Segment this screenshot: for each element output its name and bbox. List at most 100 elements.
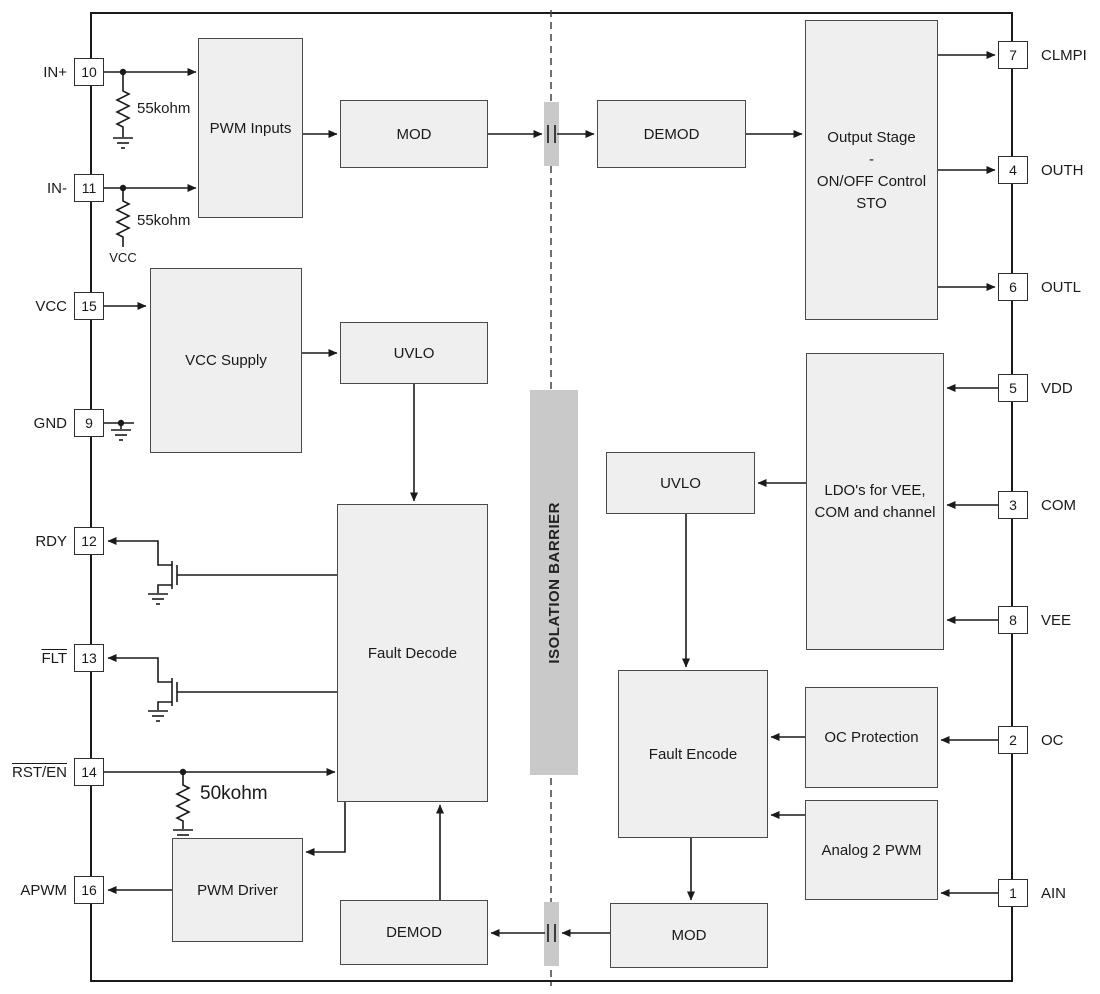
pin-label: CLMPI: [1041, 46, 1087, 64]
pin-rdy: RDY 12: [8, 527, 104, 555]
block-label: Fault Decode: [367, 644, 458, 662]
block-ldo: LDO's for VEE, COM and channel: [806, 353, 944, 650]
wire-faultdecode-pwmdriver: [305, 802, 346, 856]
pin-label: FLT: [41, 650, 67, 667]
pin-number: 11: [74, 174, 104, 202]
pin-number: 12: [74, 527, 104, 555]
block-fault-decode: Fault Decode: [337, 504, 488, 802]
block-label: MOD: [396, 125, 432, 143]
pin-flt: FLT 13: [8, 644, 104, 672]
pin-label: GND: [34, 415, 67, 432]
block-label: DEMOD: [643, 125, 700, 143]
pin-number: 15: [74, 292, 104, 320]
block-label: PWM Inputs: [209, 119, 292, 137]
block-fault-encode: Fault Encode: [618, 670, 768, 838]
pin-number: 2: [998, 726, 1028, 754]
block-demod-top: DEMOD: [597, 100, 746, 168]
resistor-in-minus-icon: [115, 188, 131, 247]
wires: [104, 51, 998, 942]
ground-icon: [113, 137, 133, 149]
pin-rst-en: RST/EN 14: [8, 758, 104, 786]
pin-vdd: 5 VDD: [998, 374, 1100, 402]
pin-label: OUTH: [1041, 161, 1084, 179]
block-label: ON/OFF Control: [816, 172, 927, 190]
pin-label: VDD: [1041, 379, 1073, 397]
isolation-barrier: ISOLATION BARRIER: [530, 390, 578, 775]
block-demod-bottom: DEMOD: [340, 900, 488, 965]
pin-number: 9: [74, 409, 104, 437]
pin-number: 8: [998, 606, 1028, 634]
block-label: COM and channel: [814, 504, 936, 521]
resistor-rst-icon: [175, 772, 191, 829]
pin-label: VCC: [35, 298, 67, 315]
block-label: VCC Supply: [185, 352, 267, 369]
pin-number: 3: [998, 491, 1028, 519]
pin-ain: 1 AIN: [998, 879, 1100, 907]
pin-label: OC: [1041, 731, 1064, 749]
isolation-barrier-label: ISOLATION BARRIER: [545, 501, 563, 664]
pin-number: 16: [74, 876, 104, 904]
block-label: UVLO: [660, 474, 701, 492]
pin-outl: 6 OUTL: [998, 273, 1100, 301]
pin-vee: 8 VEE: [998, 606, 1100, 634]
isolation-cap-strip-top: [544, 102, 559, 166]
block-label: STO: [856, 194, 887, 212]
block-label: Analog 2 PWM: [821, 841, 922, 859]
pin-label-bar: RST/EN: [11, 763, 67, 781]
pin-oc: 2 OC: [998, 726, 1100, 754]
pin-label-text: VCC: [35, 297, 67, 315]
block-uvlo-right: UVLO: [606, 452, 755, 514]
pin-apwm: APWM 16: [8, 876, 104, 904]
block-label: -: [869, 150, 874, 168]
block-analog-2-pwm: Analog 2 PWM: [805, 800, 938, 900]
block-mod-bottom: MOD: [610, 903, 768, 968]
pin-label-text: IN-: [47, 179, 67, 197]
pin-com: 3 COM: [998, 491, 1100, 519]
pin-in-plus: IN+ 10: [8, 58, 104, 86]
block-output-stage: Output Stage - ON/OFF Control STO: [805, 20, 938, 320]
pin-number: 1: [998, 879, 1028, 907]
pin-number: 5: [998, 374, 1028, 402]
pin-number: 14: [74, 758, 104, 786]
isolation-cap-strip-bottom: [544, 902, 559, 966]
block-vcc-supply: VCC Supply: [150, 268, 302, 453]
pin-label-text: IN+: [43, 63, 67, 81]
pin-clmpi: 7 CLMPI: [998, 41, 1100, 69]
pin-number: 6: [998, 273, 1028, 301]
block-oc-protection: OC Protection: [805, 687, 938, 788]
block-uvlo-left: UVLO: [340, 322, 488, 384]
pin-gnd: GND 9: [8, 409, 104, 437]
capacitor-bottom-icon: [547, 924, 556, 942]
pin-label-bar: FLT: [41, 649, 67, 667]
pin-label-text: APWM: [20, 881, 67, 899]
block-label: Output Stage: [827, 128, 916, 146]
pin-number: 7: [998, 41, 1028, 69]
pin-label-text: RDY: [35, 532, 67, 550]
capacitor-top-icon: [547, 125, 556, 143]
block-pwm-inputs: PWM Inputs: [198, 38, 303, 218]
pin-label: IN+: [43, 64, 67, 81]
pin-outh: 4 OUTH: [998, 156, 1100, 184]
block-label: DEMOD: [386, 924, 442, 941]
pin-label: COM: [1041, 496, 1076, 514]
vcc-net-label: VCC: [109, 250, 137, 265]
pin-in-minus: IN- 11: [8, 174, 104, 202]
resistor-label-in-plus: 55kohm: [137, 100, 191, 117]
pin-label: VEE: [1041, 611, 1072, 629]
pin-label: OUTL: [1041, 278, 1082, 296]
junction-dots: [117, 68, 187, 776]
pin-label: RDY: [35, 533, 67, 550]
pin-label: AIN: [1041, 884, 1067, 902]
resistor-in-plus-icon: [115, 72, 131, 137]
block-mod-top: MOD: [340, 100, 488, 168]
pin-number: 4: [998, 156, 1028, 184]
pin-label: IN-: [47, 180, 67, 197]
mosfet-rdy-icon: [107, 537, 337, 605]
pin-vcc: VCC 15: [8, 292, 104, 320]
pin-label: APWM: [20, 882, 67, 899]
block-label: LDO's for VEE,: [824, 482, 926, 499]
block-pwm-driver: PWM Driver: [172, 838, 303, 942]
block-label: UVLO: [393, 344, 435, 362]
